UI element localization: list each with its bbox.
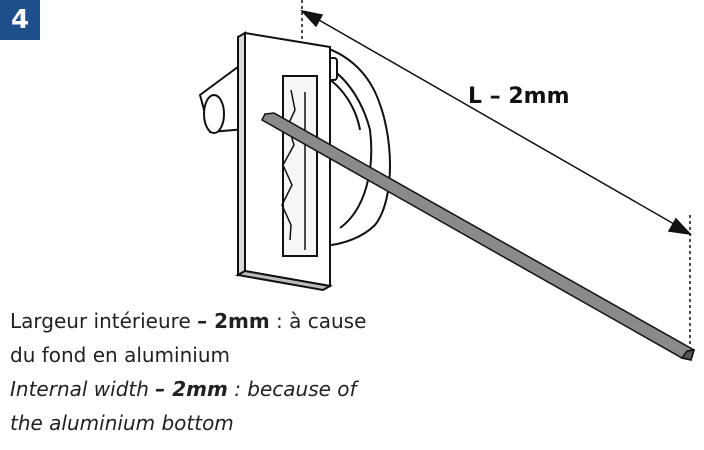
dimension-arrow	[299, 9, 692, 236]
caption-english: Internal width – 2mm : because of the al…	[10, 377, 357, 435]
front-plate	[235, 31, 333, 292]
caption-french: Largeur intérieure – 2mm : à cause du fo…	[10, 309, 367, 367]
aluminium-rod	[261, 112, 696, 361]
step-number-badge: 4	[0, 0, 40, 40]
caption-text: Largeur intérieure – 2mm : à cause du fo…	[10, 304, 390, 440]
dimension-label: L – 2mm	[468, 84, 570, 109]
